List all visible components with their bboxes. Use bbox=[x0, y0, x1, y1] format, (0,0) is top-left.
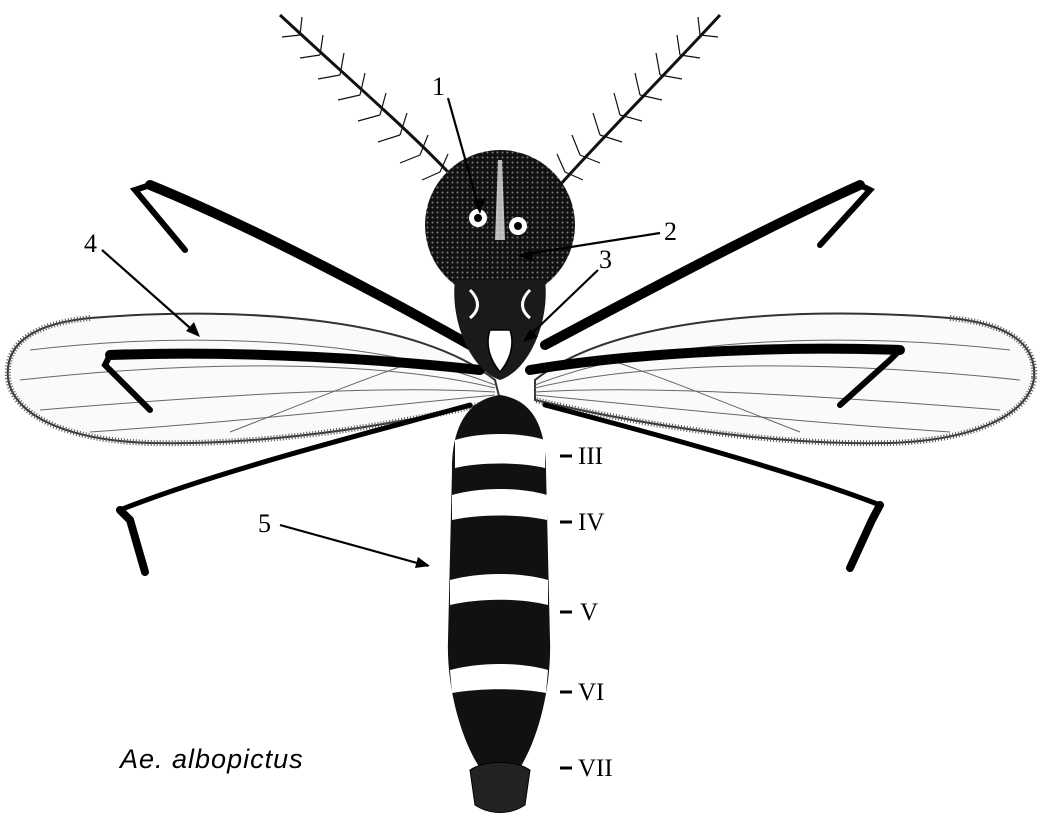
head bbox=[425, 150, 575, 300]
callout-3: 3 bbox=[599, 245, 612, 274]
segment-label-vi: VI bbox=[578, 679, 604, 706]
callout-2: 2 bbox=[664, 217, 677, 246]
segment-labels: III IV V VI VII bbox=[560, 443, 613, 782]
segment-label-v: V bbox=[580, 599, 598, 626]
segment-label-vii: VII bbox=[578, 755, 613, 782]
abdomen bbox=[448, 395, 550, 813]
callout-4: 4 bbox=[84, 229, 97, 258]
segment-label-iv: IV bbox=[578, 509, 604, 536]
callout-5: 5 bbox=[258, 509, 271, 538]
species-label: Ae. albopictus bbox=[118, 744, 304, 774]
callout-1: 1 bbox=[432, 72, 445, 101]
right-antenna bbox=[557, 15, 720, 185]
segment-label-iii: III bbox=[578, 443, 603, 470]
left-wing bbox=[8, 314, 500, 444]
